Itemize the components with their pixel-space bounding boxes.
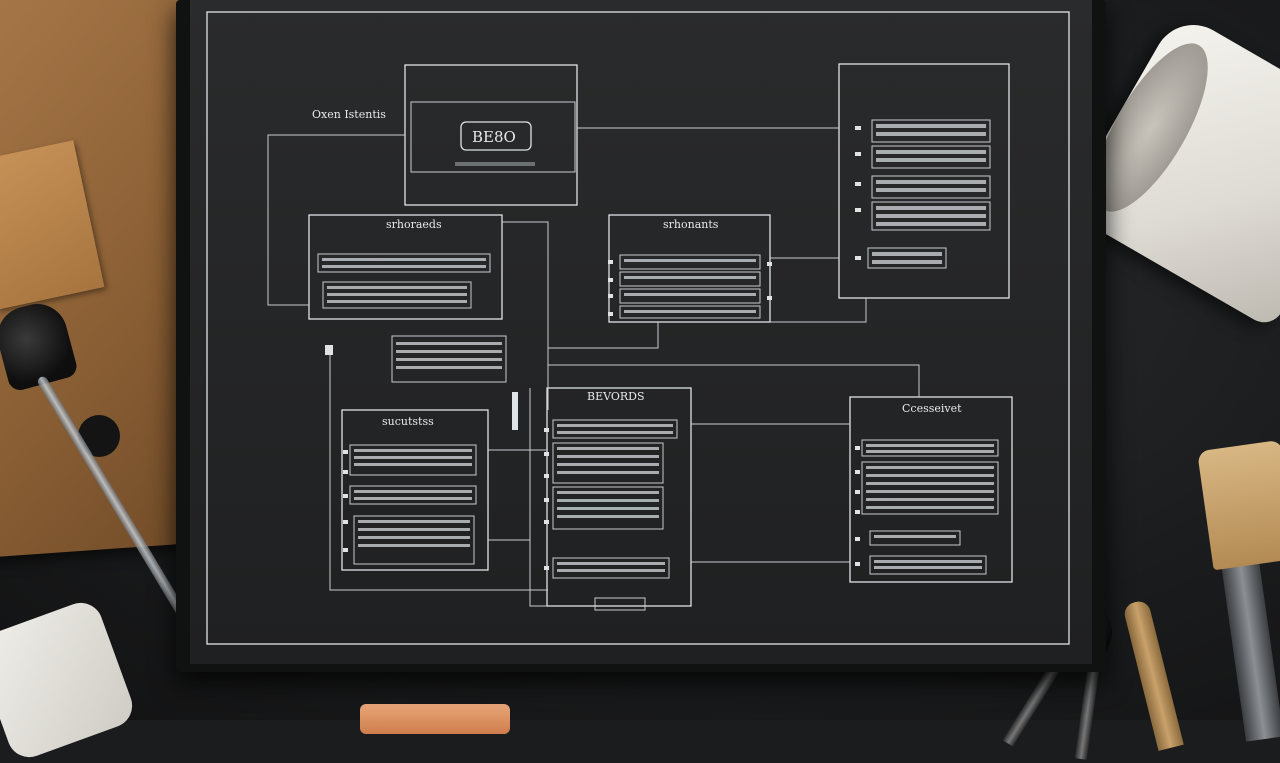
schema-diagram: Oxen Istentis BE8O srhoraeds srhonants bbox=[206, 11, 1070, 645]
floating-table bbox=[391, 335, 507, 383]
connector-lines bbox=[267, 127, 920, 607]
box-e-title: Ccesseivet bbox=[902, 402, 962, 415]
key-markers bbox=[325, 126, 861, 570]
box-b-rows bbox=[619, 254, 761, 319]
box-d bbox=[546, 387, 692, 607]
diagram-border bbox=[206, 11, 1070, 645]
box-b bbox=[608, 214, 771, 323]
box-a bbox=[308, 214, 503, 320]
box-d-rows bbox=[552, 419, 678, 611]
box-c-rows bbox=[349, 444, 477, 565]
box-b-title: srhonants bbox=[663, 218, 719, 231]
header-bar bbox=[455, 162, 535, 166]
box-c bbox=[341, 409, 489, 571]
right-top-box bbox=[838, 63, 1010, 299]
box-c-title: sucutstss bbox=[382, 415, 434, 428]
box-e bbox=[849, 396, 1013, 583]
badge-frame bbox=[460, 121, 532, 151]
header-inner-box bbox=[410, 101, 576, 173]
box-e-rows bbox=[861, 439, 999, 575]
center-badge: BE8O bbox=[472, 128, 516, 146]
top-left-label: Oxen Istentis bbox=[312, 108, 386, 121]
right-top-rows bbox=[867, 119, 991, 269]
blackboard-surface bbox=[190, 0, 1092, 664]
box-a-title: srhoraeds bbox=[386, 218, 442, 231]
box-a-rows bbox=[317, 253, 491, 309]
box-d-title: BEVORDS bbox=[587, 390, 645, 403]
